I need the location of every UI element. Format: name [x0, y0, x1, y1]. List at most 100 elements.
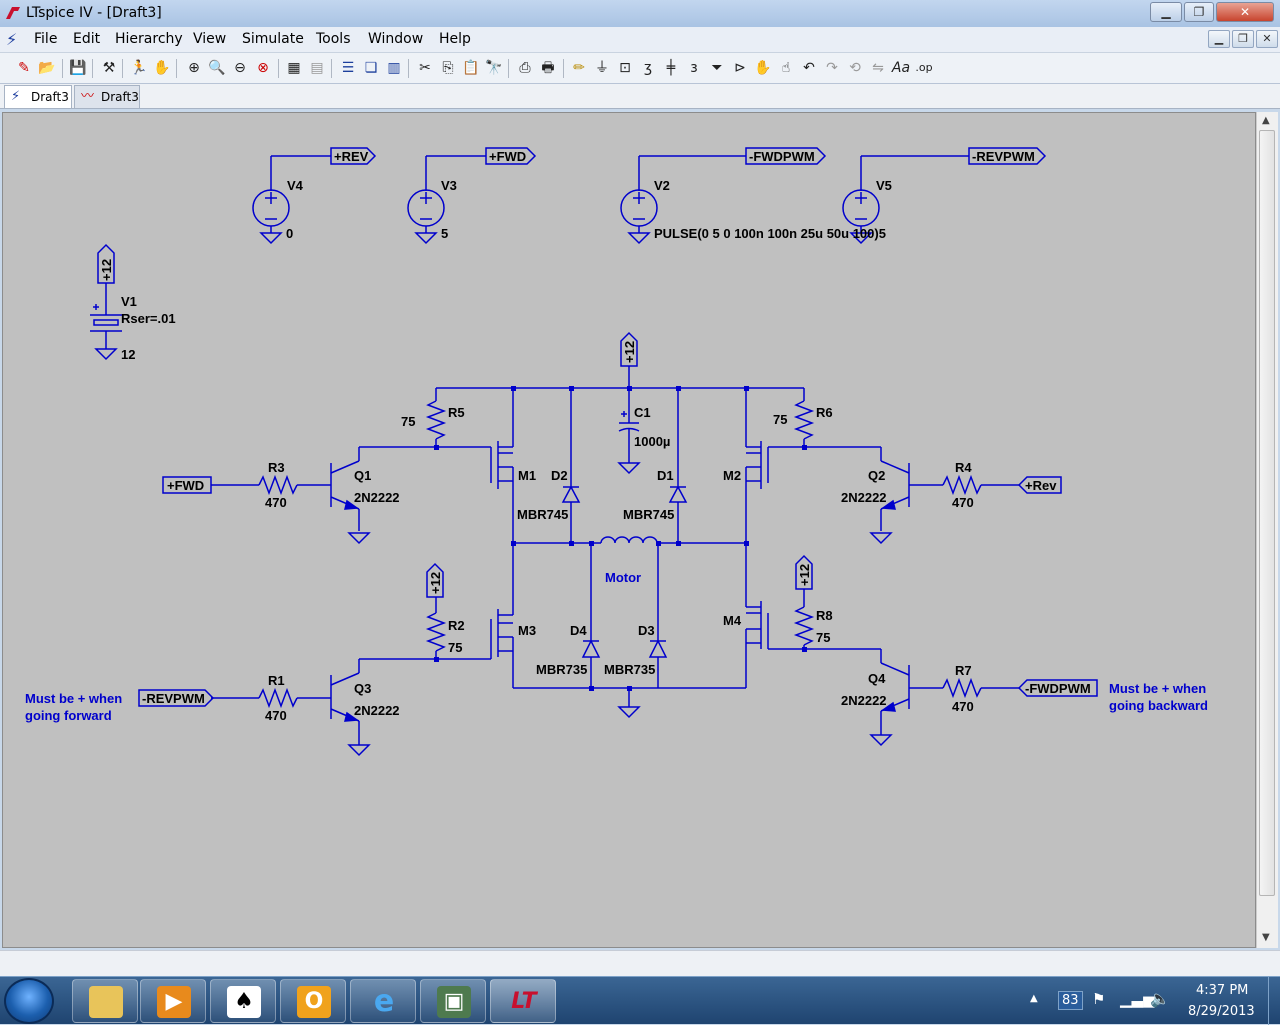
inductor-icon[interactable]: ɜ	[690, 60, 698, 76]
menu-view[interactable]: View	[193, 31, 227, 47]
new-schematic-icon[interactable]: ✎	[18, 60, 30, 76]
minimize-button[interactable]: ▁	[1150, 2, 1182, 22]
wire-icon[interactable]: ✏	[573, 60, 585, 76]
diode-icon[interactable]: ⏷	[711, 60, 723, 76]
d3-ref: D3	[638, 623, 655, 638]
undo-icon[interactable]: ↶	[803, 60, 815, 76]
run-icon[interactable]: 🏃	[130, 60, 148, 76]
taskbar-outlook[interactable]: O	[280, 979, 346, 1023]
volume-icon[interactable]: 🔈	[1150, 989, 1170, 1008]
mdi-minimize-button[interactable]: ▁	[1208, 30, 1230, 48]
q3-ref: Q3	[354, 681, 371, 696]
copy-icon[interactable]: ⎘	[442, 60, 454, 76]
ground-icon[interactable]: ⏚	[595, 60, 609, 76]
grid-icon[interactable]: ▤	[310, 60, 324, 76]
r7-value: 470	[952, 699, 974, 714]
halt-icon[interactable]: ✋	[153, 60, 171, 76]
control-panel-icon[interactable]: ⚒	[102, 60, 116, 76]
clock-time[interactable]: 4:37 PM	[1196, 983, 1249, 998]
find-icon[interactable]: 🔭	[485, 60, 503, 76]
tile-vertical-icon[interactable]: ▥	[387, 60, 401, 76]
flag-icon[interactable]: ⚑	[1092, 990, 1106, 1008]
tile-horizontal-icon[interactable]: ☰	[341, 60, 355, 76]
network-icon[interactable]: ▁▃▅	[1120, 990, 1155, 1008]
taskbar-internet-explorer[interactable]: e	[350, 979, 416, 1023]
show-desktop-button[interactable]	[1268, 977, 1280, 1025]
cut-icon[interactable]: ✂	[419, 60, 431, 76]
vertical-scrollbar[interactable]: ▲ ▼	[1256, 112, 1278, 948]
pan-icon[interactable]: 🔍	[208, 60, 226, 76]
close-button[interactable]: ✕	[1216, 2, 1274, 22]
outlook-icon: O	[297, 986, 331, 1018]
paste-icon[interactable]: 📋	[462, 60, 480, 76]
taskbar-remote-desktop[interactable]: ▣	[420, 979, 486, 1023]
schematic-canvas[interactable]: +REV +FWD -FWDPWM -REVPWM V4 0 V3 5 V2 P…	[2, 112, 1256, 948]
menu-file[interactable]: File	[34, 31, 58, 47]
zoom-cancel-icon[interactable]: ⊗	[257, 60, 269, 76]
scroll-up-icon[interactable]: ▲	[1262, 115, 1270, 126]
cascade-icon[interactable]: ❏	[364, 60, 378, 76]
label-net-icon[interactable]: ⊡	[619, 60, 631, 76]
start-button[interactable]	[4, 978, 54, 1024]
scroll-thumb[interactable]	[1259, 130, 1275, 896]
menu-window[interactable]: Window	[368, 31, 424, 47]
ltspice-logo-icon	[6, 7, 20, 19]
spice-directive-icon[interactable]: .op	[915, 61, 933, 74]
schematic-icon: ⚡	[11, 89, 21, 104]
r5-ref: R5	[448, 405, 465, 420]
v3-ref: V3	[441, 178, 457, 193]
menu-help[interactable]: Help	[439, 31, 471, 47]
save-icon[interactable]: 💾	[69, 60, 87, 76]
resistor-icon[interactable]: ʒ	[643, 60, 653, 76]
print-icon[interactable]: 🖶	[541, 60, 555, 76]
q2-model: 2N2222	[841, 490, 887, 505]
r7-ref: R7	[955, 663, 972, 678]
schematic-icon: ⚡	[6, 30, 18, 49]
drag-icon[interactable]: ☝	[781, 60, 791, 76]
clock-date[interactable]: 8/29/2013	[1188, 1004, 1255, 1019]
r1-value: 470	[265, 708, 287, 723]
v1-param: Rser=.01	[121, 311, 176, 326]
text-icon[interactable]: Aa	[891, 60, 911, 76]
capacitor-icon[interactable]: ╪	[666, 60, 676, 76]
open-icon[interactable]: 📂	[38, 60, 56, 76]
v4-value: 0	[286, 226, 293, 241]
menu-hierarchy[interactable]: Hierarchy	[115, 31, 183, 47]
print-setup-icon[interactable]: ⎙	[519, 60, 531, 76]
taskbar-ltspice[interactable]: LT	[490, 979, 556, 1023]
c1-value: 1000µ	[634, 434, 670, 449]
taskbar-solitaire[interactable]: ♠	[210, 979, 276, 1023]
taskbar-media-player[interactable]: ▶	[140, 979, 206, 1023]
r4-ref: R4	[955, 460, 972, 475]
menu-simulate[interactable]: Simulate	[242, 31, 304, 47]
net-flag-revpwm: -REVPWM	[972, 149, 1035, 164]
m2-ref: M2	[723, 468, 741, 483]
move-icon[interactable]: ✋	[754, 60, 772, 76]
r2-ref: R2	[448, 618, 465, 633]
tray-badge[interactable]: 83	[1058, 991, 1083, 1010]
component-icon[interactable]: ⊳	[734, 60, 746, 76]
tab-draft3-schematic[interactable]: ⚡ Draft3	[4, 85, 72, 108]
zoom-in-icon[interactable]: ⊕	[188, 60, 200, 76]
zoom-out-icon[interactable]: ⊖	[234, 60, 246, 76]
note-right-line1: Must be + when	[1109, 681, 1206, 696]
r8-ref: R8	[816, 608, 833, 623]
r5-value: 75	[401, 414, 415, 429]
tab-draft3-plot[interactable]: 〰 Draft3	[74, 85, 140, 108]
autorange-icon[interactable]: ▦	[287, 60, 301, 76]
net-flag-rev: +REV	[334, 149, 369, 164]
taskbar-explorer[interactable]	[72, 979, 138, 1023]
mirror-icon[interactable]: ⇋	[872, 60, 884, 76]
menu-edit[interactable]: Edit	[73, 31, 101, 47]
redo-icon[interactable]: ↷	[826, 60, 838, 76]
m3-ref: M3	[518, 623, 536, 638]
rotate-icon[interactable]: ⟲	[849, 60, 861, 76]
mdi-restore-button[interactable]: ❐	[1232, 30, 1254, 48]
mdi-close-button[interactable]: ✕	[1256, 30, 1278, 48]
scroll-down-icon[interactable]: ▼	[1262, 932, 1270, 943]
note-left-line2: going forward	[25, 708, 112, 723]
r6-value: 75	[773, 412, 787, 427]
show-hidden-icons[interactable]: ▲	[1030, 993, 1038, 1004]
maximize-button[interactable]: ❐	[1184, 2, 1214, 22]
menu-tools[interactable]: Tools	[316, 31, 351, 47]
